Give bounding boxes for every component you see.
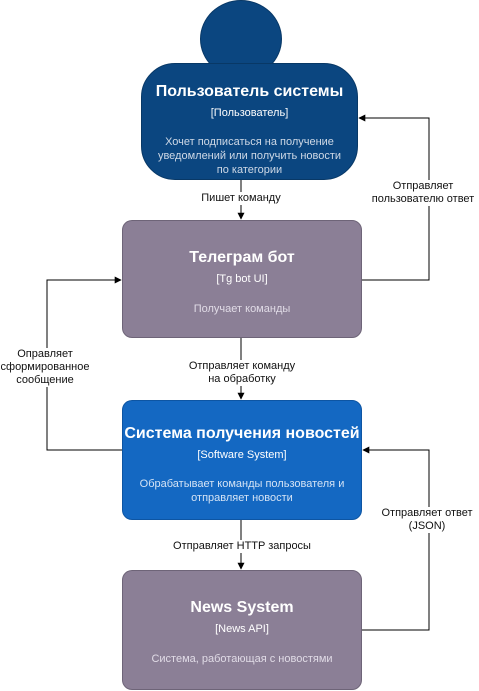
edge-label-send-message: Оправляет сформированное сообщение <box>0 348 90 387</box>
user-description-line: уведомлений или получить новости <box>157 150 342 162</box>
system-description: Обрабатывает команды пользователя и отпр… <box>140 477 345 505</box>
edge-label-line: пользователю ответ <box>371 193 475 205</box>
api-description-line: Система, работающая с новостями <box>151 653 333 665</box>
system-description-line: отправляет новости <box>191 492 293 504</box>
edge-label-line: (JSON) <box>408 520 446 532</box>
telegram-bot-node: Телеграм бот [Tg bot UI] Получает команд… <box>122 220 362 338</box>
edge-label-line: Отправляет <box>392 180 454 192</box>
edge-label-line: Оправляет <box>17 348 73 360</box>
bot-title: Телеграм бот <box>189 249 295 266</box>
news-system-node: Система получения новостей [Software Sys… <box>122 400 362 520</box>
edge-label-reply-to-user: Отправляет пользователю ответ <box>368 180 478 206</box>
edge-label-line: Отправляет ответ <box>381 507 473 519</box>
bot-type: [Tg bot UI] <box>216 273 268 285</box>
user-person-node: Пользователь системы [Пользователь] Хоче… <box>141 63 358 180</box>
api-title: News System <box>190 599 294 616</box>
edge-json-reply <box>362 446 430 631</box>
edge-label-line: на обработку <box>208 373 276 385</box>
edge-label-json-reply: Отправляет ответ (JSON) <box>375 507 479 533</box>
edge-label-line: сформированное <box>0 361 90 373</box>
user-title: Пользователь системы <box>155 83 344 100</box>
bot-description-line: Получает команды <box>193 303 291 315</box>
edge-label-send-command: Отправляет команду на обработку <box>184 360 300 386</box>
api-type: [News API] <box>215 623 269 635</box>
system-type: [Software System] <box>197 449 287 461</box>
edge-label-line: сообщение <box>16 374 74 386</box>
edge-label-http-requests: Отправляет HTTP запросы <box>167 540 317 553</box>
user-description: Хочет подписаться на получение уведомлен… <box>158 135 341 177</box>
edge-label-write-command: Пишет команду <box>195 192 287 205</box>
api-description: Система, работающая с новостями <box>151 652 332 666</box>
user-description-line: по категории <box>216 164 283 176</box>
system-title: Система получения новостей <box>124 425 360 442</box>
user-type: [Пользователь] <box>210 107 289 119</box>
user-description-line: Хочет подписаться на получение <box>165 136 334 148</box>
bot-description: Получает команды <box>194 302 291 316</box>
system-description-line: Обрабатывает команды пользователя и <box>139 478 345 490</box>
edge-label-line: Отправляет команду <box>188 360 296 372</box>
edge-label-line: Отправляет HTTP запросы <box>173 540 311 552</box>
news-api-node: News System [News API] Система, работающ… <box>122 570 362 690</box>
edge-label-line: Пишет команду <box>201 192 281 204</box>
